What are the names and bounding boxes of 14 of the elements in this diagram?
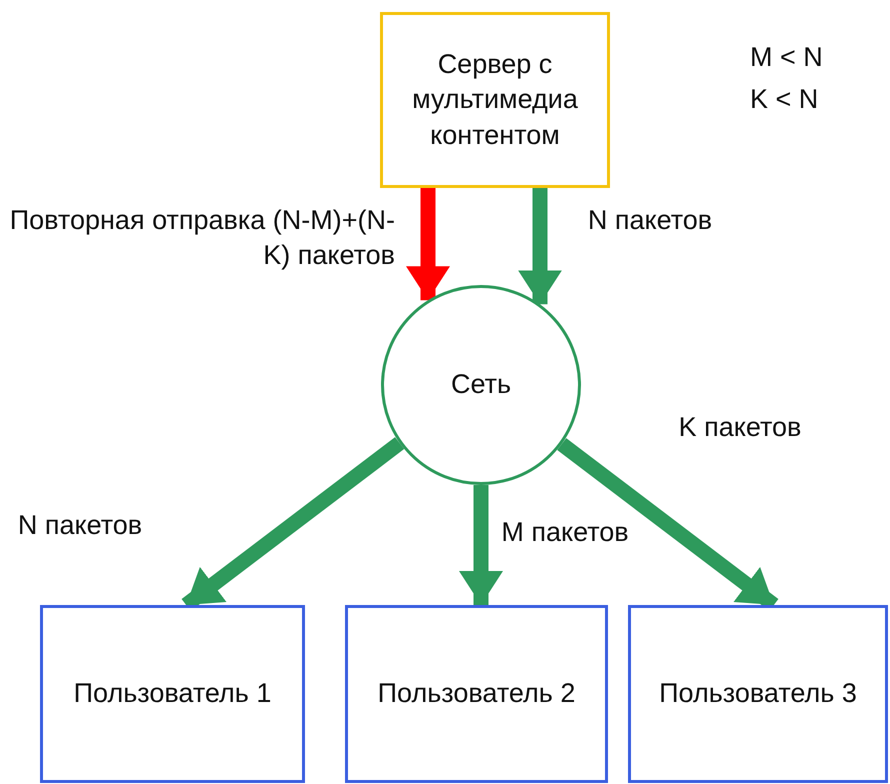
- arrow: [406, 188, 450, 300]
- condition-note: M < N: [750, 41, 823, 74]
- arrow: [459, 485, 503, 605]
- process-box: [628, 605, 888, 783]
- process-box: [380, 12, 610, 188]
- node-label: Сервер с мультимедиа контентом: [411, 48, 579, 152]
- process-box: [345, 605, 608, 783]
- node-label: Пользователь 2: [378, 677, 576, 710]
- node-label: Сеть: [450, 368, 512, 402]
- condition-note: K < N: [750, 83, 818, 116]
- node-label: Пользователь 1: [74, 677, 272, 710]
- process-box: [40, 605, 305, 783]
- arrow: [518, 188, 562, 304]
- node-label: Пользователь 3: [659, 677, 857, 710]
